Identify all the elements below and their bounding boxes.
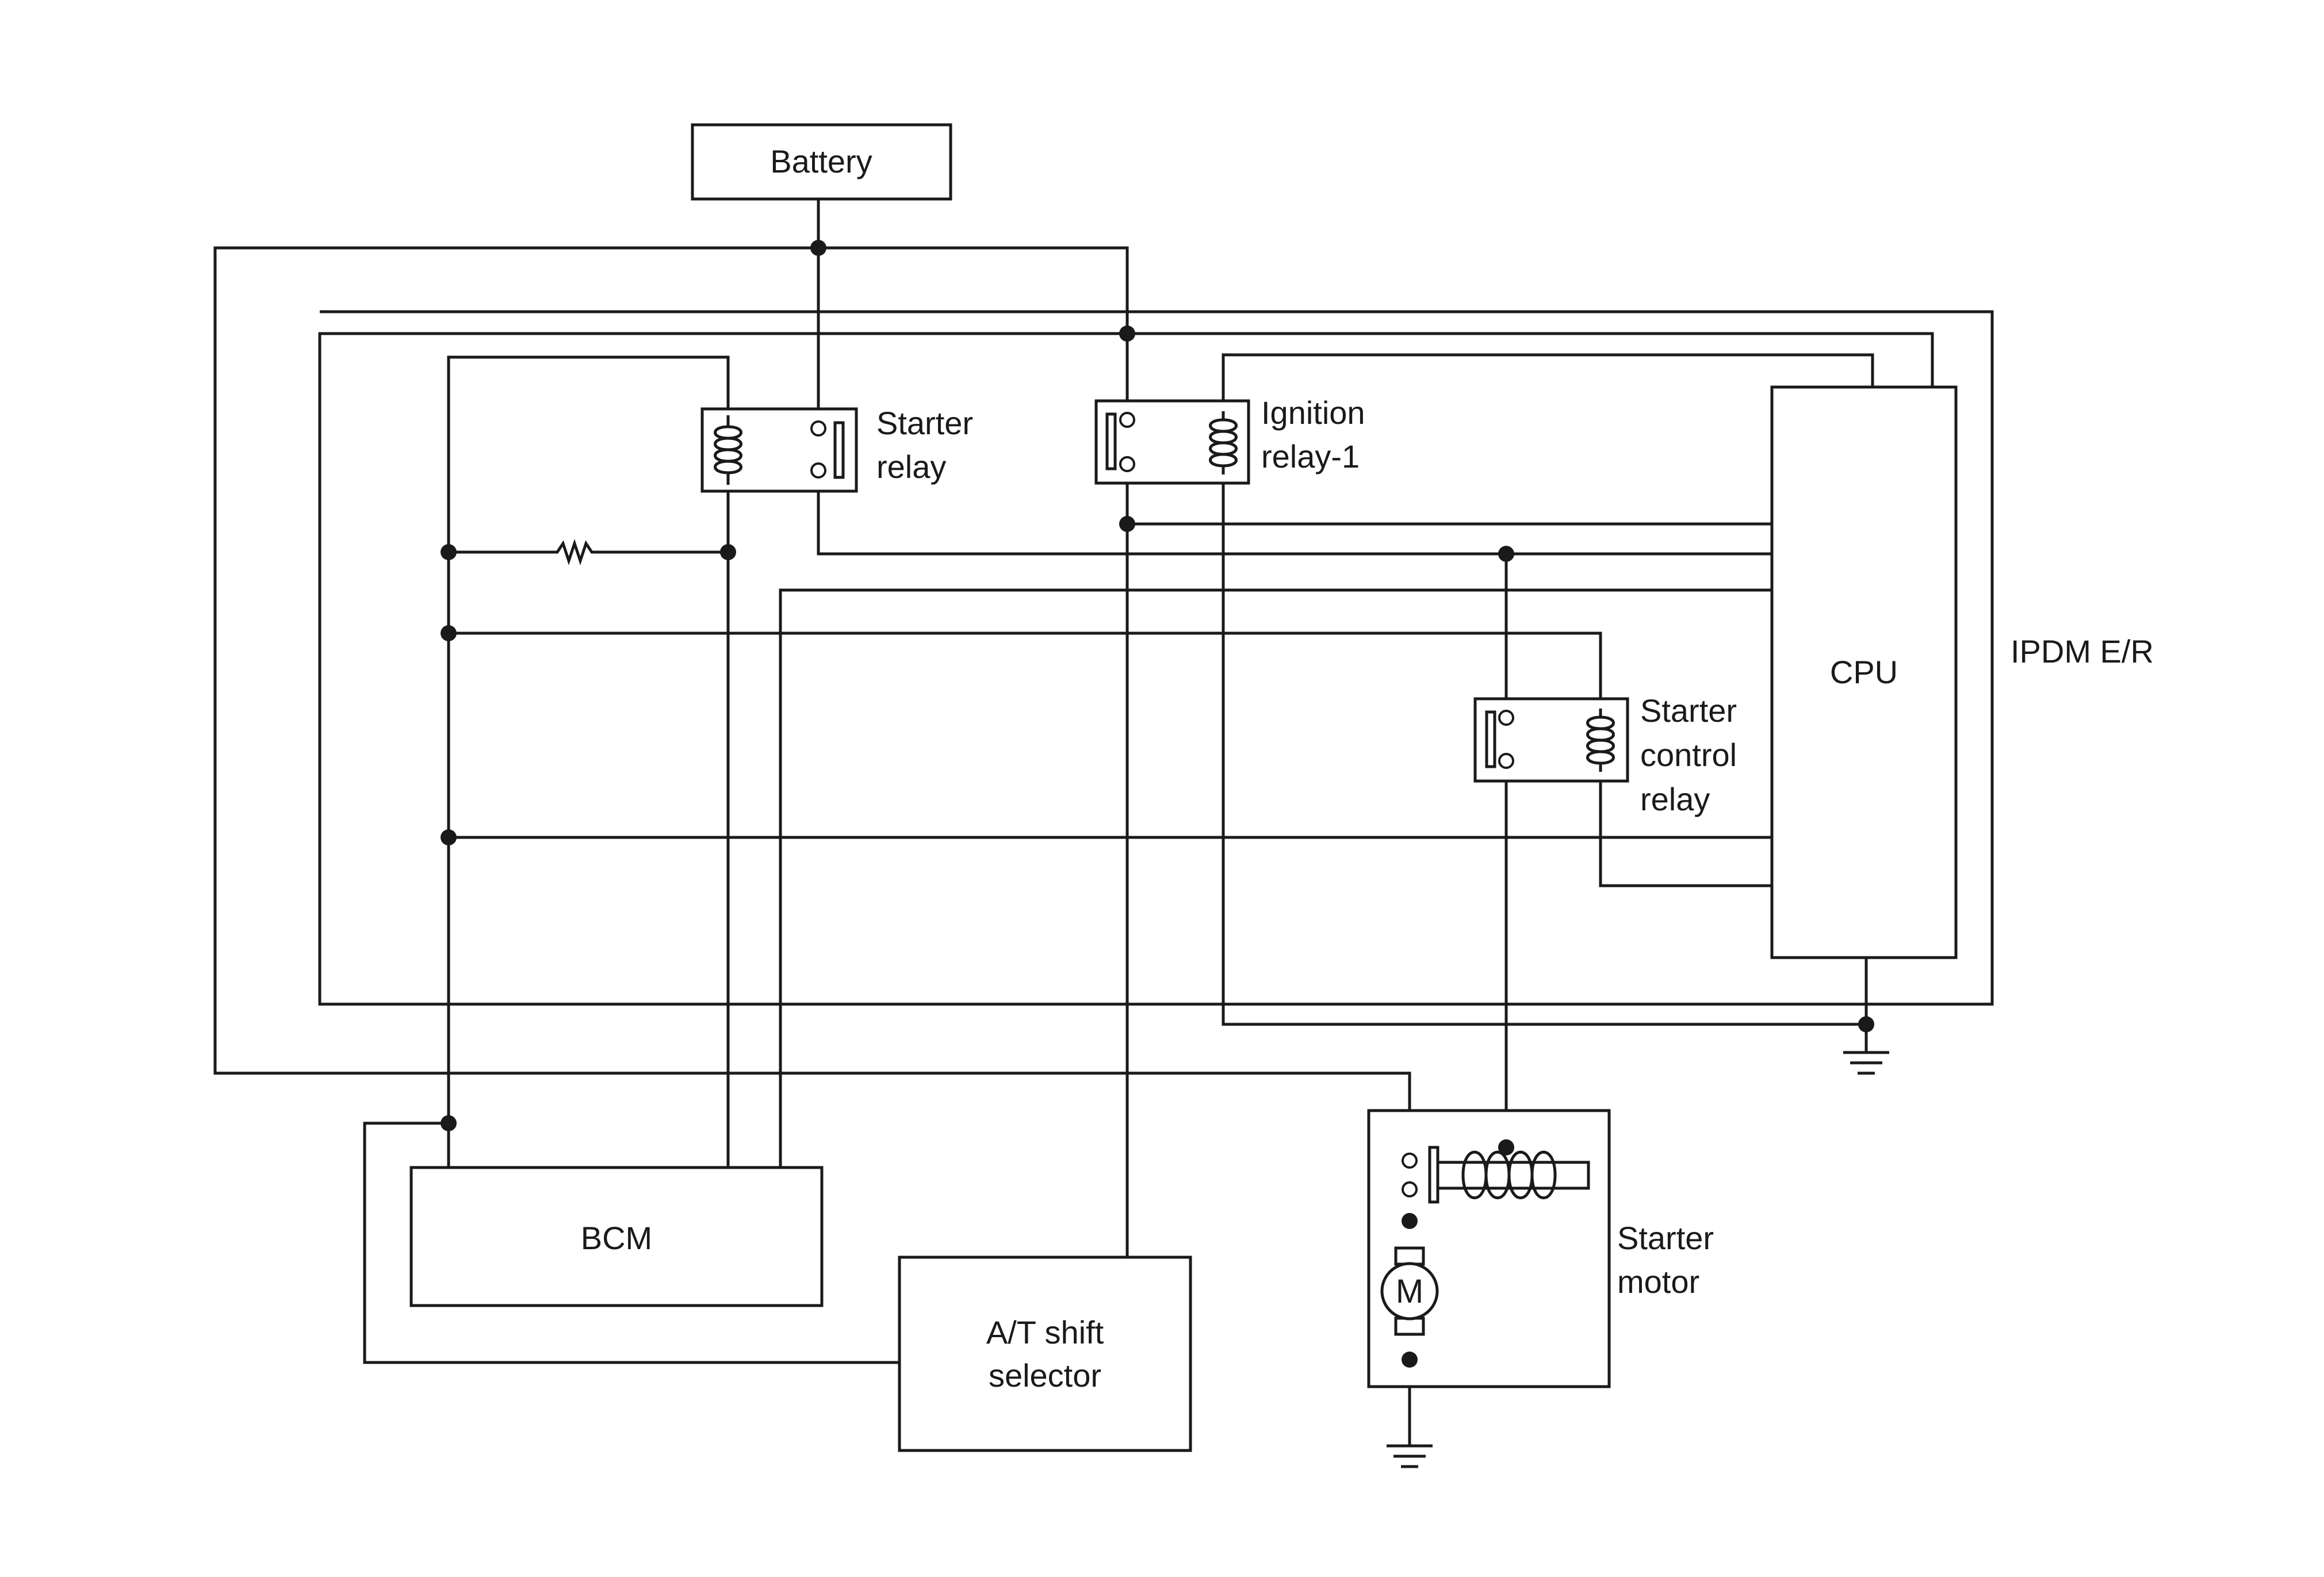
cpu-box: [1770, 385, 1958, 959]
starter-control-relay-terminal-bottom: [1498, 753, 1514, 769]
starter-relay-terminal-top: [810, 420, 826, 437]
junction-dot: [720, 544, 736, 560]
wire-ignition-coil-to-cpu: [1222, 353, 1874, 401]
wire-starter-relay-to-cpu: [817, 470, 1772, 556]
starter-control-relay-label-line1: Starter: [1640, 692, 1737, 729]
junction-dot: [1119, 326, 1135, 342]
junction-dot: [1119, 516, 1135, 532]
starter-control-relay-terminal-top: [1498, 710, 1514, 726]
ignition-relay-label-line2: relay-1: [1261, 438, 1360, 474]
starter-motor-label-line1: Starter: [1617, 1220, 1714, 1256]
wire-ignition-coil-ground: [1222, 480, 1866, 1026]
bcm: BCM: [409, 1166, 824, 1307]
motor-ground-icon: [1387, 1444, 1433, 1468]
wire-starter-control-coil-to-cpu: [1599, 767, 1772, 887]
starter-motor-terminal-bottom: [1402, 1181, 1418, 1197]
starter-control-relay: Starter control relay: [1473, 692, 1737, 817]
cpu-ground-icon: [1843, 1051, 1889, 1075]
at-shift-selector-label-line2: selector: [989, 1357, 1101, 1394]
starter-motor-plunger-bar-icon: [1436, 1161, 1590, 1190]
junction-dot: [441, 1115, 457, 1131]
junction-dot: [1858, 1016, 1874, 1032]
starter-control-relay-label-line3: relay: [1640, 781, 1710, 817]
ignition-relay-terminal-top: [1119, 412, 1135, 428]
ignition-relay-label-line1: Ignition: [1261, 395, 1365, 431]
starter-motor: M Starter motor: [1367, 1109, 1714, 1388]
wire-bcm-to-at-selector: [363, 1121, 899, 1364]
ignition-relay-contact-icon: [1105, 412, 1117, 470]
junction-dot: [441, 829, 457, 845]
bcm-label: BCM: [581, 1220, 652, 1256]
junction-dot: [1498, 1139, 1514, 1155]
at-shift-selector-label-line1: A/T shift: [986, 1314, 1104, 1350]
battery: Battery: [691, 123, 952, 201]
starter-relay-label-line2: relay: [876, 449, 946, 485]
junction-dot: [1402, 1213, 1418, 1229]
starter-relay-contact-icon: [833, 421, 845, 479]
ground-icon-motor: [1387, 1444, 1433, 1468]
wire-battery-to-ignition-relay: [818, 246, 1129, 415]
junction-dot: [1498, 546, 1514, 562]
wire-ipdm-inner-loop: [318, 310, 1994, 1006]
junction-dot: [441, 625, 457, 641]
ignition-relay-terminal-bottom: [1119, 456, 1135, 472]
motor-symbol: M: [1396, 1273, 1423, 1310]
bcm-box: [409, 1166, 824, 1307]
starter-relay: Starter relay: [700, 405, 973, 493]
at-shift-selector-box: [898, 1256, 1192, 1452]
ground-icon: [1843, 1051, 1889, 1075]
cpu: CPU: [1770, 385, 1958, 959]
starter-control-relay-coil-icon: [1586, 709, 1615, 772]
junction-dot: [441, 544, 457, 560]
ignition-relay: Ignition relay-1: [1094, 395, 1365, 485]
wires: [213, 198, 1994, 1446]
ignition-relay-coil-icon: [1209, 411, 1238, 474]
battery-box: [691, 123, 952, 201]
starter-relay-terminal-bottom: [810, 462, 826, 479]
starter-motor-label-line2: motor: [1617, 1264, 1699, 1300]
starter-relay-coil-icon: [714, 415, 742, 485]
wire-bcm-to-starter-coil: [447, 355, 730, 1168]
cpu-label: CPU: [1830, 654, 1898, 690]
junction-dot: [810, 240, 826, 256]
starter-control-relay-contact-icon: [1485, 710, 1496, 768]
starter-relay-label-line1: Starter: [876, 405, 973, 441]
at-shift-selector: A/T shift selector: [898, 1256, 1192, 1452]
wire-bcm-to-starter-control-coil: [449, 631, 1602, 705]
wire-resistor-branch: [449, 539, 728, 565]
wire-battery-outer-loop: [213, 246, 1411, 1159]
motor-icon: [1380, 1262, 1439, 1320]
ipdm-label: IPDM E/R: [2011, 633, 2154, 669]
junction-dots: [441, 240, 1874, 1368]
battery-label: Battery: [770, 143, 872, 179]
starter-control-relay-label-line2: control: [1640, 737, 1737, 773]
starter-motor-terminal-top: [1402, 1153, 1418, 1169]
junction-dot: [1402, 1352, 1418, 1368]
wire-bcm-to-cpu-1: [779, 588, 1772, 1168]
starter-motor-solenoid-coil-icon: [1461, 1150, 1557, 1200]
